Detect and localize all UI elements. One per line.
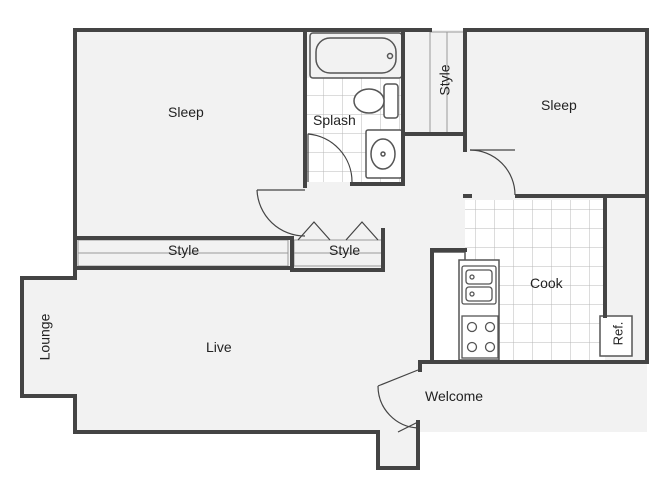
bath-sink — [365, 129, 403, 179]
room-label-lounge: Lounge — [36, 313, 53, 361]
room-label-welcome: Welcome — [425, 388, 484, 404]
room-label-style-left: Style — [168, 242, 200, 258]
refrigerator — [599, 315, 633, 357]
kitchen-sink — [461, 265, 497, 305]
room-label-splash: Splash — [313, 112, 356, 128]
walls — [20, 28, 649, 470]
room-label-style-top: Style — [436, 64, 453, 96]
room-label-ref: Ref. — [610, 321, 626, 346]
door-swings — [256, 133, 516, 433]
room-label-live: Live — [206, 339, 232, 355]
room-label-style-mid: Style — [329, 242, 361, 258]
stove — [461, 315, 499, 359]
room-label-sleep-left: Sleep — [168, 104, 204, 120]
room-label-cook: Cook — [530, 275, 563, 291]
room-label-sleep-right: Sleep — [541, 97, 577, 113]
toilet — [353, 83, 399, 119]
